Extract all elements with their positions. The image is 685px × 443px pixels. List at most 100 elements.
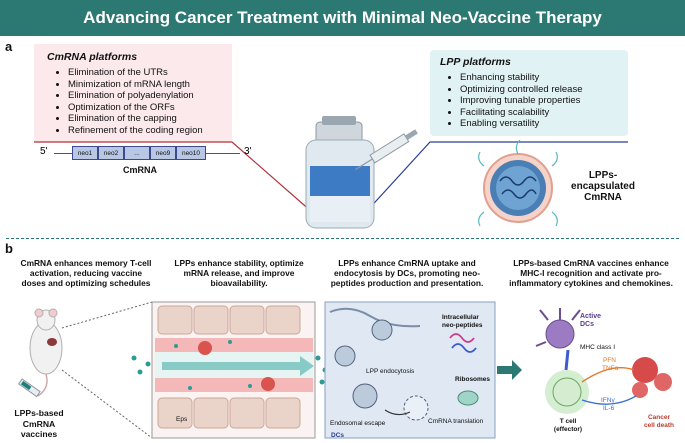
syringe-icon	[355, 129, 418, 171]
construct-segment-neo2: neo2	[98, 146, 124, 160]
step-1-line: CmRNA enhances memory T-cell	[20, 258, 152, 268]
panel-a-graphics	[34, 116, 628, 229]
title-bar	[0, 0, 685, 36]
nanoparticle-label-line1: LPPs-encapsulated	[571, 170, 635, 192]
endosome-icon	[352, 383, 378, 409]
cytokine-arrow	[581, 395, 637, 405]
nanoparticle-label-line2: CmRNA	[584, 192, 622, 203]
vaccine-label-line2: CmRNA vaccines	[20, 418, 58, 440]
three-prime-label: 3'	[244, 146, 252, 157]
list-item: Facilitating scalability	[460, 107, 628, 119]
five-prime-label: 5'	[40, 146, 48, 157]
endocytosis-label: LPP endocytosis	[366, 368, 415, 375]
lpp-platforms-title: LPP platforms	[440, 56, 511, 68]
vaccine-label-line1: LPPs-based	[14, 408, 64, 418]
t-cell-line2: (effector)	[553, 426, 583, 433]
step-3-line: peptides production and presentation.	[330, 278, 484, 289]
cytokine-arrow	[581, 367, 635, 383]
step-4-text: LPPs-based CmRNA vaccines enhance MHC-I …	[498, 258, 684, 289]
cancer-cell-icon	[632, 357, 672, 398]
epithelial-cells	[157, 305, 301, 429]
pfn-label: PFN	[603, 357, 616, 364]
cmrna-connector-line	[34, 141, 313, 213]
neo-peptide-icon	[451, 343, 477, 353]
lpp-particles	[131, 340, 328, 390]
dcs-label: DCs	[331, 432, 345, 439]
immune-cell-icon	[198, 341, 212, 355]
lpp-icon	[371, 319, 393, 341]
immune-cell-icon	[261, 377, 275, 391]
cmrna-construct: neo1 neo2 ... neo9 neo10	[72, 146, 232, 160]
flow-arrow	[162, 356, 314, 376]
vessel-wall	[155, 378, 313, 392]
step-4-line: inflammatory cytokines and chemokines.	[509, 278, 673, 289]
list-item: Enabling versatility	[460, 118, 628, 130]
construct-segment-neo9: neo9	[150, 146, 176, 160]
cmrna-platforms-box: CmRNA platforms Elimination of the UTRs …	[34, 44, 232, 142]
step-3-line: LPPs enhance CmRNA uptake and	[338, 258, 476, 268]
construct-segment-neo1: neo1	[72, 146, 98, 160]
step-4-line: MHC-I recognition and activate pro-	[520, 268, 662, 279]
step-1-line: doses and optimizing schedules	[21, 278, 151, 289]
mhc-icon	[564, 349, 570, 371]
section-divider	[6, 238, 679, 239]
panel-a-letter: a	[5, 39, 13, 54]
tnf-label: TNFα	[602, 365, 619, 372]
list-item: Elimination of polyadenylation	[68, 90, 232, 102]
intracellular-label: Intracellular neo-peptides	[442, 314, 482, 330]
list-item: Enhancing stability	[460, 72, 628, 84]
cmrna-platforms-title: CmRNA platforms	[47, 51, 138, 63]
list-item: Minimization of mRNA length	[68, 79, 232, 91]
step-2-line: mRNA release, and improve	[183, 268, 295, 279]
panel-b-graphics	[17, 301, 672, 439]
step-1-line: activation, reducing vaccine	[29, 268, 143, 279]
translation-label: CmRNA translation	[428, 418, 484, 425]
cancer-death-label: Cancer cell death	[638, 414, 680, 430]
list-item: Elimination of the capping	[68, 113, 232, 125]
cancer-death-line2: cell death	[644, 422, 674, 429]
cmrna-platforms-list: Elimination of the UTRs Minimization of …	[52, 67, 232, 137]
page-title: Advancing Cancer Treatment with Minimal …	[83, 8, 602, 27]
syringe-icon	[17, 378, 41, 398]
vaccine-label: LPPs-based CmRNA vaccines	[4, 408, 74, 440]
zoom-line	[61, 301, 153, 329]
vessel-wall	[155, 338, 313, 352]
step-2-line: LPPs enhance stability, optimize	[174, 258, 304, 268]
active-dc-icon	[535, 308, 581, 349]
active-dcs-line1: Active	[580, 313, 602, 320]
t-cell-label: T cell (effector)	[546, 418, 590, 434]
intracellular-line1: Intracellular	[442, 314, 479, 321]
mouse-icon	[29, 308, 63, 397]
list-item: Elimination of the UTRs	[68, 67, 232, 79]
ribosome-icon	[457, 390, 479, 406]
step-1-text: CmRNA enhances memory T-cell activation,…	[2, 258, 170, 289]
ribosomes-label: Ribosomes	[455, 376, 491, 383]
construct-segment-neo10: neo10	[176, 146, 206, 160]
endosome-icon	[403, 395, 429, 421]
list-item: Improving tunable properties	[460, 95, 628, 107]
cancer-death-line1: Cancer	[647, 414, 671, 421]
list-item: Refinement of the coding region	[68, 125, 232, 137]
list-item: Optimization of the ORFs	[68, 102, 232, 114]
lpp-platforms-list: Enhancing stability Optimizing controlle…	[444, 72, 628, 130]
nanoparticle-label: LPPs-encapsulated CmRNA	[557, 170, 649, 203]
intracellular-line2: neo-peptides	[442, 322, 483, 329]
t-cell-line1: T cell	[559, 418, 577, 425]
step-2-text: LPPs enhance stability, optimize mRNA re…	[158, 258, 320, 289]
cmrna-construct-label: CmRNA	[122, 165, 157, 175]
construct-segment-ellipsis: ...	[124, 146, 150, 160]
panel-b-letter: b	[5, 241, 13, 256]
neo-peptide-icon	[449, 333, 475, 343]
t-cell-icon	[552, 377, 582, 407]
lpp-nanoparticle-icon	[478, 139, 558, 227]
ifn-label: IFNγ	[601, 397, 615, 404]
flow-arrow	[497, 360, 522, 380]
step-3-line: endocytosis by DCs, promoting neo-	[333, 268, 481, 279]
lpp-platforms-box: LPP platforms Enhancing stability Optimi…	[430, 50, 628, 136]
active-dcs-label: Active DCs	[580, 313, 601, 329]
mhc-label: MHC class I	[580, 344, 616, 351]
zoom-line	[61, 369, 153, 439]
endosomal-escape-label: Endosomal escape	[330, 420, 386, 427]
vaccine-vial-icon	[305, 116, 375, 229]
il-label: IL-6	[603, 405, 615, 412]
